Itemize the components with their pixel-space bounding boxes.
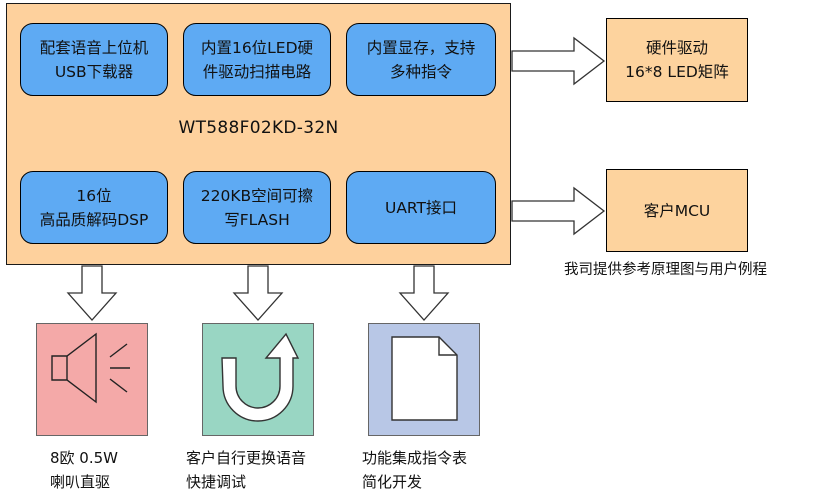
u-turn-arrow-icon: [221, 332, 300, 422]
block-line: 16位: [76, 186, 112, 205]
block-line: USB下载器: [54, 62, 134, 81]
block-line: UART接口: [384, 198, 458, 217]
block-line: 220KB空间可擦: [200, 186, 314, 205]
display-memory-block: 内置显存，支持 多种指令: [346, 23, 496, 96]
caption-line: 快捷调试: [186, 473, 247, 491]
block-line: 写FLASH: [224, 210, 290, 229]
box-line: 16*8 LED矩阵: [625, 63, 729, 81]
block-line: 高品质解码DSP: [39, 210, 149, 229]
arrow-to-instruction: [398, 265, 450, 321]
block-line: 多种指令: [389, 62, 452, 81]
box-line: 硬件驱动: [645, 39, 708, 57]
arrow-to-update: [232, 265, 284, 321]
led-driver-block: 内置16位LED硬 件驱动扫描电路: [183, 23, 331, 96]
box-line: 客户MCU: [643, 201, 711, 220]
caption-line: 功能集成指令表: [362, 449, 468, 467]
chip-title: WT588F02KD-32N: [178, 118, 339, 138]
caption-line: 8欧 0.5W: [50, 449, 118, 467]
arrow-to-mcu: [511, 186, 606, 236]
document-icon: [391, 336, 458, 421]
block-line: 内置显存，支持: [366, 38, 476, 57]
block-line: 配套语音上位机: [39, 38, 149, 57]
customer-mcu-box: 客户MCU: [606, 169, 748, 252]
caption-line: 客户自行更换语音: [186, 449, 307, 467]
mcu-note: 我司提供参考原理图与用户例程: [564, 262, 767, 278]
block-line: 件驱动扫描电路: [202, 62, 312, 81]
instruction-caption: 功能集成指令表 简化开发: [362, 446, 467, 494]
usb-downloader-block: 配套语音上位机 USB下载器: [20, 23, 168, 96]
update-caption: 客户自行更换语音 快捷调试: [186, 446, 306, 494]
uart-block: UART接口: [346, 171, 496, 244]
arrow-to-led-matrix: [511, 36, 606, 86]
arrow-to-speaker: [66, 265, 118, 321]
dsp-decoder-block: 16位 高品质解码DSP: [20, 171, 168, 244]
speaker-icon: [51, 332, 130, 404]
led-matrix-box: 硬件驱动 16*8 LED矩阵: [606, 18, 748, 102]
flash-block: 220KB空间可擦 写FLASH: [183, 171, 331, 244]
speaker-caption: 8欧 0.5W 喇叭直驱: [36, 446, 162, 494]
block-line: 内置16位LED硬: [200, 38, 314, 57]
caption-line: 喇叭直驱: [50, 473, 111, 491]
caption-line: 简化开发: [362, 473, 423, 491]
